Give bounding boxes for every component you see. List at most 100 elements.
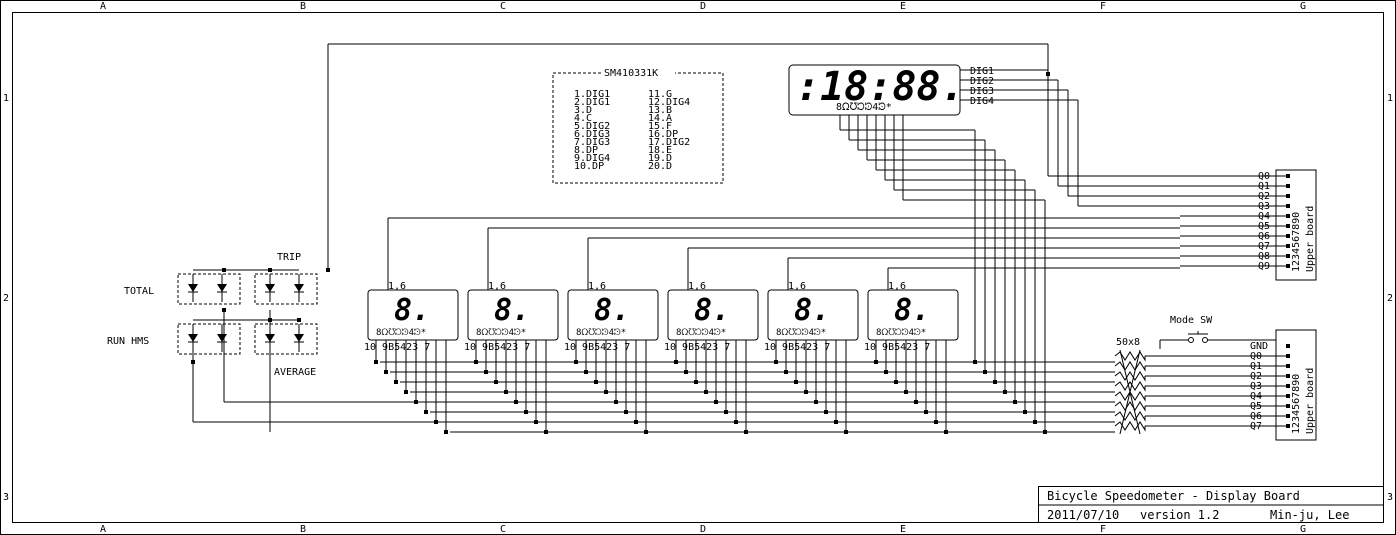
- row-label-3-right: 3: [1387, 492, 1393, 503]
- junction-dot: [744, 430, 748, 434]
- lower-connector-label: Upper board: [1305, 368, 1316, 434]
- junction-dot: [474, 360, 478, 364]
- resistor: [1114, 411, 1146, 422]
- mode-switch: [1159, 331, 1276, 349]
- junction-dot: [1023, 410, 1027, 414]
- small-display-pin-row: 10 9B5423 7: [364, 342, 430, 353]
- pinout-entry: 11.G: [648, 89, 672, 100]
- resistor: [1114, 361, 1146, 372]
- col-label-d: D: [700, 1, 706, 12]
- junction-dot: [584, 370, 588, 374]
- lower-pin: [1286, 354, 1290, 358]
- lower-pin: [1286, 374, 1290, 378]
- upper-pin: [1286, 264, 1290, 268]
- small-displays: 1,68.8ᘯᘮᘰᘱ4ᘲ*10 9B5423 71,68.8ᘯᘮᘰᘱ4ᘲ*10 …: [364, 281, 959, 353]
- pinout-entry: 15.F: [648, 121, 672, 132]
- col-label-a-bottom: A: [100, 524, 106, 535]
- pinout-right-column: 11.G 12.DIG4 13.B 14.A 15.F 16.DP 17.DIG…: [648, 89, 690, 172]
- junction-dot: [326, 268, 330, 272]
- col-label-f-bottom: F: [1100, 524, 1106, 535]
- pinout-left-column: 1.DIG1 2.DIG1 3.D 4.C 5.DIG2 6.DIG3 7.DI…: [574, 89, 610, 172]
- small-display-seg-labels: 8ᘯᘮᘰᘱ4ᘲ*: [876, 328, 926, 338]
- small-display-body: [467, 289, 559, 341]
- lower-pin-label: GND: [1250, 341, 1268, 352]
- junction-dot: [774, 360, 778, 364]
- upper-connector-body: [1275, 169, 1317, 281]
- pinout-entry: 19.D: [648, 153, 672, 164]
- small-display-digit: 8.: [794, 293, 830, 328]
- junction-dot: [924, 410, 928, 414]
- row-label-3: 3: [3, 492, 9, 503]
- main-display-digits: :18:88.: [796, 64, 965, 110]
- lower-connector-body: [1275, 329, 1317, 441]
- pinout-entry: 20.D: [648, 161, 672, 172]
- junction-dot: [1003, 390, 1007, 394]
- junction-dot: [884, 370, 888, 374]
- lower-pin: [1286, 404, 1290, 408]
- pinout-entry: 7.DIG3: [574, 137, 610, 148]
- pinout-entry: 12.DIG4: [648, 97, 690, 108]
- lower-pin-label: Q4: [1250, 391, 1262, 402]
- digit-line-label-3: DIG3: [970, 86, 994, 97]
- junction-dot: [424, 410, 428, 414]
- col-label-f: F: [1100, 1, 1106, 12]
- row-labels: 1 2 3 1 2 3: [3, 93, 1393, 503]
- small-display-top-label: 1,6: [788, 281, 806, 292]
- upper-pin-label: Q3: [1258, 201, 1270, 212]
- junction-dot: [624, 410, 628, 414]
- pinout-entry: 4.C: [574, 113, 592, 124]
- digit-line-label-4: DIG4: [970, 96, 994, 107]
- pinout-entry: 5.DIG2: [574, 121, 610, 132]
- upper-pin: [1286, 174, 1290, 178]
- resistor: [1114, 381, 1146, 392]
- col-label-b-bottom: B: [300, 524, 306, 535]
- junction-dot: [644, 430, 648, 434]
- small-display-digit: 8.: [394, 293, 430, 328]
- junction-dot: [704, 390, 708, 394]
- inner-border: [12, 12, 1384, 523]
- upper-pin-label: Q9: [1258, 261, 1270, 272]
- upper-pin-label: Q2: [1258, 191, 1270, 202]
- led-groups: TOTAL TRIP RUN HMS AVERAGE: [107, 252, 318, 378]
- lower-pin-label: Q0: [1250, 351, 1262, 362]
- upper-pin: [1286, 224, 1290, 228]
- junction-dot: [604, 390, 608, 394]
- upper-pin-label: Q6: [1258, 231, 1270, 242]
- small-display-top-label: 1,6: [688, 281, 706, 292]
- title-block: Bicycle Speedometer - Display Board 2011…: [1038, 486, 1384, 523]
- small-display-digit: 8.: [494, 293, 530, 328]
- pinout-entry: 6.DIG3: [574, 129, 610, 140]
- pinout-entry: 3.D: [574, 105, 592, 116]
- junction-dot: [594, 380, 598, 384]
- led-group-average: [254, 323, 318, 355]
- led-group-trip: [254, 273, 318, 305]
- junction-dot: [894, 380, 898, 384]
- upper-pin: [1286, 204, 1290, 208]
- lower-pin-label: Q5: [1250, 401, 1262, 412]
- upper-connector-label: Upper board: [1305, 206, 1316, 272]
- small-display-top-label: 1,6: [888, 281, 906, 292]
- row-label-2-right: 2: [1387, 293, 1393, 304]
- lower-pin-label: Q1: [1250, 361, 1262, 372]
- pinout-entry: 14.A: [648, 113, 672, 124]
- lower-connector-numbers: 1234567890: [1291, 374, 1302, 434]
- upper-pin: [1286, 254, 1290, 258]
- junction-dot: [724, 410, 728, 414]
- col-label-g: G: [1300, 1, 1306, 12]
- lower-pin: [1286, 394, 1290, 398]
- junction-dot: [844, 430, 848, 434]
- small-display-seg-labels: 8ᘯᘮᘰᘱ4ᘲ*: [376, 328, 426, 338]
- junction-dot: [904, 390, 908, 394]
- led-group-run-hms: [177, 323, 241, 355]
- upper-pin: [1286, 214, 1290, 218]
- lower-pin-label: Q6: [1250, 411, 1262, 422]
- led-diodes: [188, 274, 304, 352]
- small-display-pin-row: 10 9B5423 7: [764, 342, 830, 353]
- small-display-top-label: 1,6: [488, 281, 506, 292]
- resistor: [1114, 351, 1146, 362]
- pinout-entry: 2.DIG1: [574, 97, 610, 108]
- junction-dot: [993, 380, 997, 384]
- col-label-c: C: [500, 1, 506, 12]
